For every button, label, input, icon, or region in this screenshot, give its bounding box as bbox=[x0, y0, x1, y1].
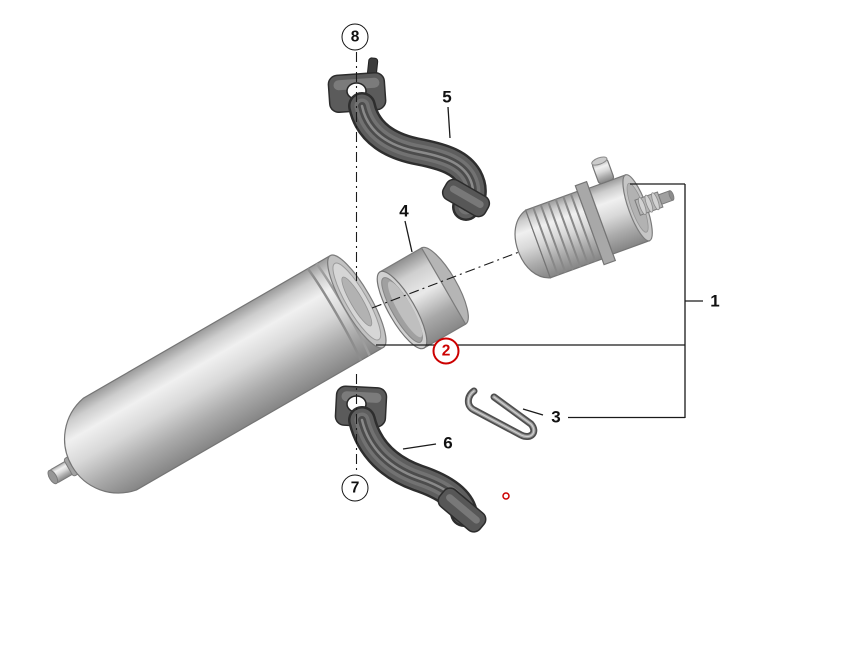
center-lines bbox=[355, 52, 520, 472]
upper-bracket bbox=[327, 57, 491, 220]
lower-bracket-foot bbox=[437, 487, 487, 533]
callout-8: 8 bbox=[341, 23, 369, 51]
leader-callout-3-left bbox=[522, 408, 544, 416]
leader-callout-6 bbox=[402, 443, 437, 450]
callout-1: 1 bbox=[710, 291, 720, 311]
filter-end-port bbox=[341, 276, 373, 327]
outlet-barb bbox=[634, 190, 675, 216]
leader-lines bbox=[376, 106, 703, 450]
lower-bracket bbox=[334, 385, 487, 533]
callout-5: 5 bbox=[442, 87, 452, 107]
callout-7: 7 bbox=[341, 474, 369, 502]
fuel-filter bbox=[47, 254, 387, 494]
leader-callout-4 bbox=[404, 220, 413, 253]
pressure-regulator bbox=[514, 156, 675, 279]
vacuum-port bbox=[591, 156, 615, 185]
filter-bead-groove bbox=[306, 267, 362, 361]
upper-bracket-foot bbox=[441, 178, 491, 218]
retaining-clip bbox=[468, 391, 533, 437]
callout-6: 6 bbox=[443, 433, 453, 453]
callout-4: 4 bbox=[399, 201, 409, 221]
center-line-assembly-axis bbox=[371, 251, 520, 309]
callout-3: 3 bbox=[551, 407, 561, 427]
clamp-sleeve bbox=[376, 246, 469, 350]
callout-2: 2 bbox=[432, 337, 460, 365]
filter-body bbox=[64, 254, 385, 494]
regulator-dome bbox=[514, 209, 552, 279]
red-dot-marker bbox=[502, 492, 510, 500]
leader-callout-5 bbox=[447, 106, 451, 139]
regulator-ribs bbox=[532, 193, 597, 276]
sleeve-inner-wall bbox=[387, 281, 423, 338]
